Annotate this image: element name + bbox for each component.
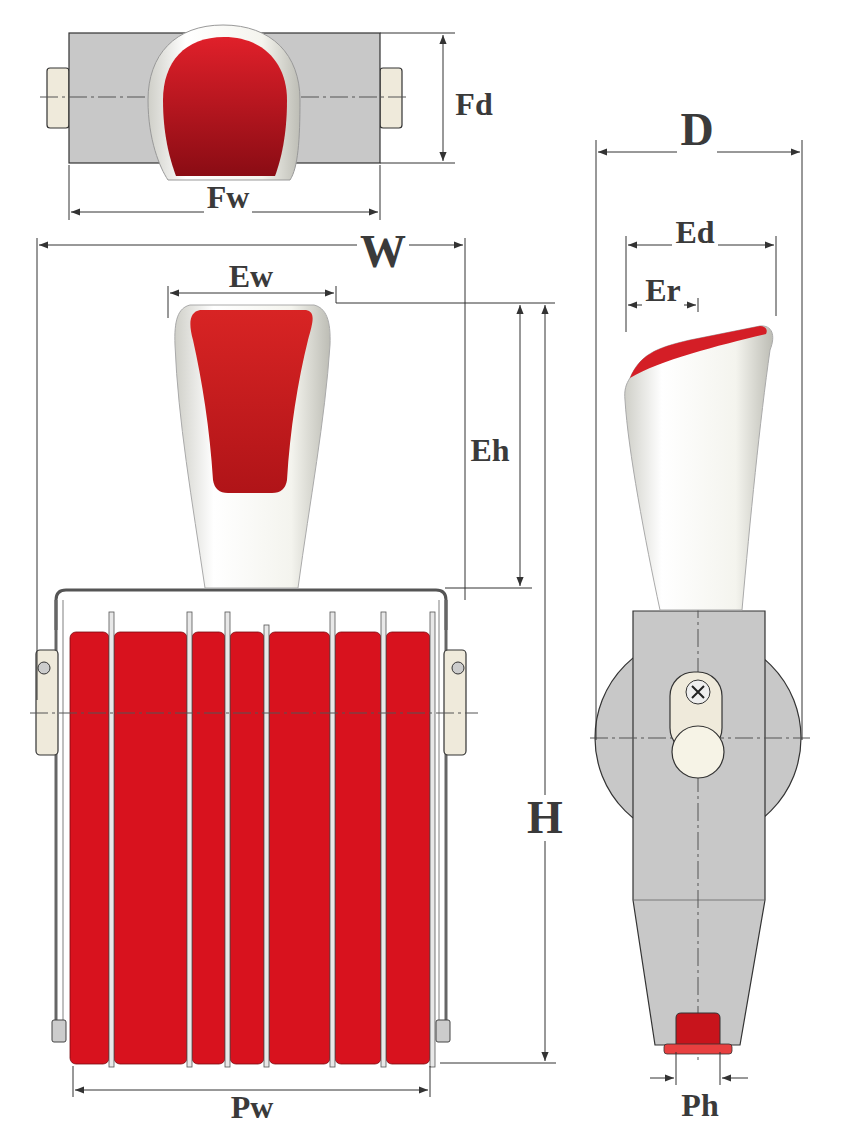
dimension-line bbox=[380, 33, 455, 34]
dimension-line bbox=[626, 236, 627, 332]
dimension-line bbox=[596, 140, 597, 740]
type-band bbox=[70, 632, 430, 1064]
dimension-line bbox=[380, 165, 381, 220]
type-band bbox=[114, 632, 187, 1064]
side-view bbox=[664, 1044, 732, 1054]
dimension-label: W bbox=[357, 229, 409, 275]
front-view bbox=[30, 305, 478, 1067]
dimension-line bbox=[650, 1078, 674, 1079]
dimension-line bbox=[520, 305, 521, 586]
type-band bbox=[386, 632, 430, 1064]
band-divider bbox=[330, 612, 335, 1067]
dimension-line bbox=[380, 163, 455, 164]
dimension-line bbox=[336, 286, 337, 303]
top-view bbox=[47, 68, 69, 128]
front-view bbox=[36, 650, 58, 755]
type-band bbox=[269, 632, 330, 1064]
front-view bbox=[190, 310, 312, 493]
dimension-line bbox=[776, 236, 777, 316]
dimension-line bbox=[443, 35, 444, 161]
dimension-line bbox=[545, 305, 546, 1061]
dimension-line bbox=[720, 1052, 721, 1085]
side-view bbox=[625, 326, 773, 610]
dimension-line bbox=[170, 293, 334, 294]
front-view bbox=[62, 600, 64, 1030]
dimension-line bbox=[336, 303, 555, 304]
front-view bbox=[436, 1020, 450, 1042]
front-view bbox=[52, 1020, 66, 1042]
side-view bbox=[676, 1013, 720, 1045]
dimension-line bbox=[722, 1078, 748, 1079]
band-divider bbox=[264, 625, 269, 1067]
dimension-label: Ph bbox=[678, 1089, 721, 1121]
band-divider bbox=[225, 612, 230, 1067]
front-view bbox=[452, 662, 464, 674]
dimension-label: Ew bbox=[226, 260, 276, 292]
dimension-line bbox=[430, 1066, 431, 1097]
top-view bbox=[380, 68, 402, 128]
side-view bbox=[698, 600, 699, 1060]
band-divider bbox=[109, 612, 114, 1067]
dimension-line bbox=[440, 1063, 556, 1064]
dimension-label: Eh bbox=[467, 434, 512, 466]
dimension-label: Er bbox=[642, 274, 684, 306]
dimension-line bbox=[802, 140, 803, 740]
band-divider bbox=[109, 612, 435, 1067]
dimension-label: Pw bbox=[228, 1091, 277, 1123]
side-view bbox=[633, 611, 765, 1045]
top-view bbox=[163, 37, 287, 176]
dimension-line bbox=[37, 33, 802, 1097]
front-view bbox=[175, 305, 330, 588]
type-band bbox=[230, 632, 264, 1064]
side-view bbox=[633, 900, 765, 901]
side-view bbox=[590, 326, 810, 1060]
front-view bbox=[38, 662, 50, 674]
side-view bbox=[630, 326, 767, 378]
dimension-label: Fd bbox=[452, 88, 495, 120]
dimension-line bbox=[37, 238, 38, 700]
dimension-label: H bbox=[524, 795, 566, 841]
dimension-label: D bbox=[677, 107, 716, 153]
front-view bbox=[444, 650, 466, 755]
front-view bbox=[438, 600, 440, 1030]
dimension-line bbox=[69, 165, 70, 220]
dimension-label: Fw bbox=[204, 181, 253, 213]
band-divider bbox=[430, 612, 435, 1067]
side-view bbox=[672, 726, 724, 778]
dimension-line bbox=[698, 298, 699, 312]
dimension-line bbox=[168, 286, 169, 318]
side-view bbox=[692, 686, 704, 698]
band-divider bbox=[381, 612, 386, 1067]
front-view bbox=[56, 590, 446, 630]
band-divider bbox=[187, 612, 192, 1067]
dimension-line bbox=[465, 238, 466, 600]
front-view bbox=[30, 713, 478, 714]
dimension-label: Ed bbox=[672, 216, 717, 248]
type-band bbox=[192, 632, 225, 1064]
dimension-line bbox=[445, 588, 532, 589]
dimension-line bbox=[73, 1066, 74, 1097]
top-view bbox=[148, 25, 300, 180]
dimension-line bbox=[676, 1052, 677, 1085]
top-view bbox=[40, 25, 410, 180]
type-band bbox=[335, 632, 381, 1064]
side-view bbox=[686, 680, 710, 704]
type-band bbox=[70, 632, 109, 1064]
